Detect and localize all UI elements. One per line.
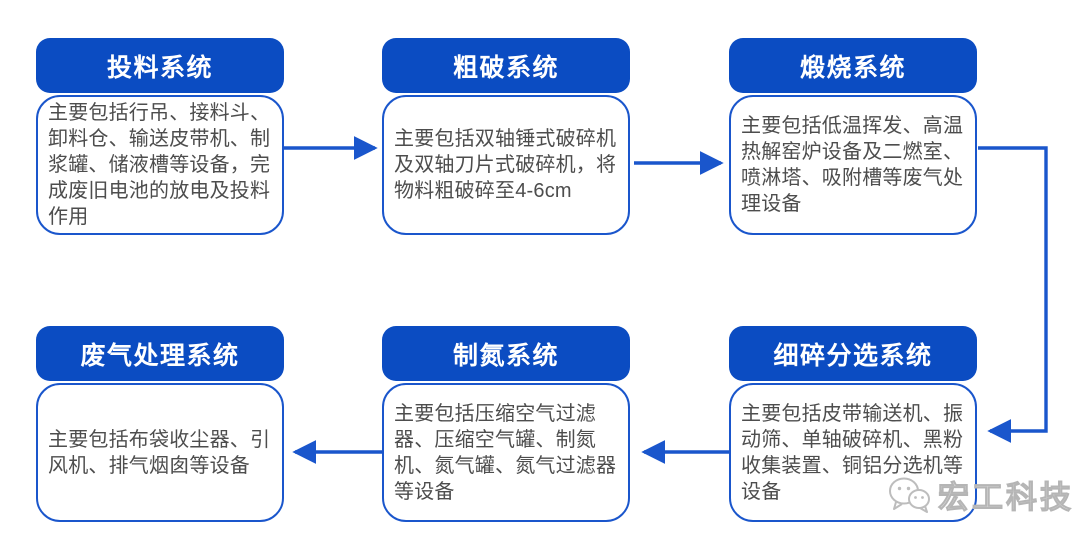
- box-desc-feeding: 主要包括行吊、接料斗、卸料仓、输送皮带机、制浆罐、储液槽等设备，完成废旧电池的放…: [36, 95, 284, 235]
- box-title-feeding: 投料系统: [36, 38, 284, 93]
- flow-box-exhaust-treatment-system: 废气处理系统 主要包括布袋收尘器、引风机、排气烟囱等设备: [36, 326, 284, 522]
- box-title-nitrogen: 制氮系统: [382, 326, 630, 381]
- box-desc-text: 主要包括低温挥发、高温热解窑炉设备及二燃室、喷淋塔、吸附槽等废气处理设备: [741, 115, 964, 215]
- flow-box-nitrogen-system: 制氮系统 主要包括压缩空气过滤器、压缩空气罐、制氮机、氮气罐、氮气过滤器等设备: [382, 326, 630, 522]
- box-desc-nitrogen: 主要包括压缩空气过滤器、压缩空气罐、制氮机、氮气罐、氮气过滤器等设备: [382, 383, 630, 522]
- box-desc-text: 主要包括双轴锤式破碎机及双轴刀片式破碎机，将物料粗破碎至4-6cm: [394, 128, 617, 202]
- box-desc-fine-crushing-sorting: 主要包括皮带输送机、振动筛、单轴破碎机、黑粉收集装置、铜铝分选机等设备: [729, 383, 977, 522]
- box-desc-text: 主要包括压缩空气过滤器、压缩空气罐、制氮机、氮气罐、氮气过滤器等设备: [394, 402, 617, 503]
- box-title-coarse-crushing: 粗破系统: [382, 38, 630, 93]
- flow-box-coarse-crushing-system: 粗破系统 主要包括双轴锤式破碎机及双轴刀片式破碎机，将物料粗破碎至4-6cm: [382, 38, 630, 235]
- arrow-calcination-to-fine: [978, 146, 1048, 443]
- box-desc-text: 主要包括布袋收尘器、引风机、排气烟囱等设备: [48, 428, 271, 477]
- box-desc-coarse-crushing: 主要包括双轴锤式破碎机及双轴刀片式破碎机，将物料粗破碎至4-6cm: [382, 95, 630, 235]
- box-title-fine-crushing-sorting: 细碎分选系统: [729, 326, 977, 381]
- box-title-exhaust-treatment: 废气处理系统: [36, 326, 284, 381]
- flow-box-fine-crushing-sorting-system: 细碎分选系统 主要包括皮带输送机、振动筛、单轴破碎机、黑粉收集装置、铜铝分选机等…: [729, 326, 977, 522]
- box-desc-text: 主要包括皮带输送机、振动筛、单轴破碎机、黑粉收集装置、铜铝分选机等设备: [741, 402, 964, 503]
- flow-box-feeding-system: 投料系统 主要包括行吊、接料斗、卸料仓、输送皮带机、制浆罐、储液槽等设备，完成废…: [36, 38, 284, 235]
- box-desc-exhaust-treatment: 主要包括布袋收尘器、引风机、排气烟囱等设备: [36, 383, 284, 522]
- flow-box-calcination-system: 煅烧系统 主要包括低温挥发、高温热解窑炉设备及二燃室、喷淋塔、吸附槽等废气处理设…: [729, 38, 977, 235]
- box-title-calcination: 煅烧系统: [729, 38, 977, 93]
- box-desc-calcination: 主要包括低温挥发、高温热解窑炉设备及二燃室、喷淋塔、吸附槽等废气处理设备: [729, 95, 977, 235]
- box-desc-text: 主要包括行吊、接料斗、卸料仓、输送皮带机、制浆罐、储液槽等设备，完成废旧电池的放…: [48, 102, 271, 228]
